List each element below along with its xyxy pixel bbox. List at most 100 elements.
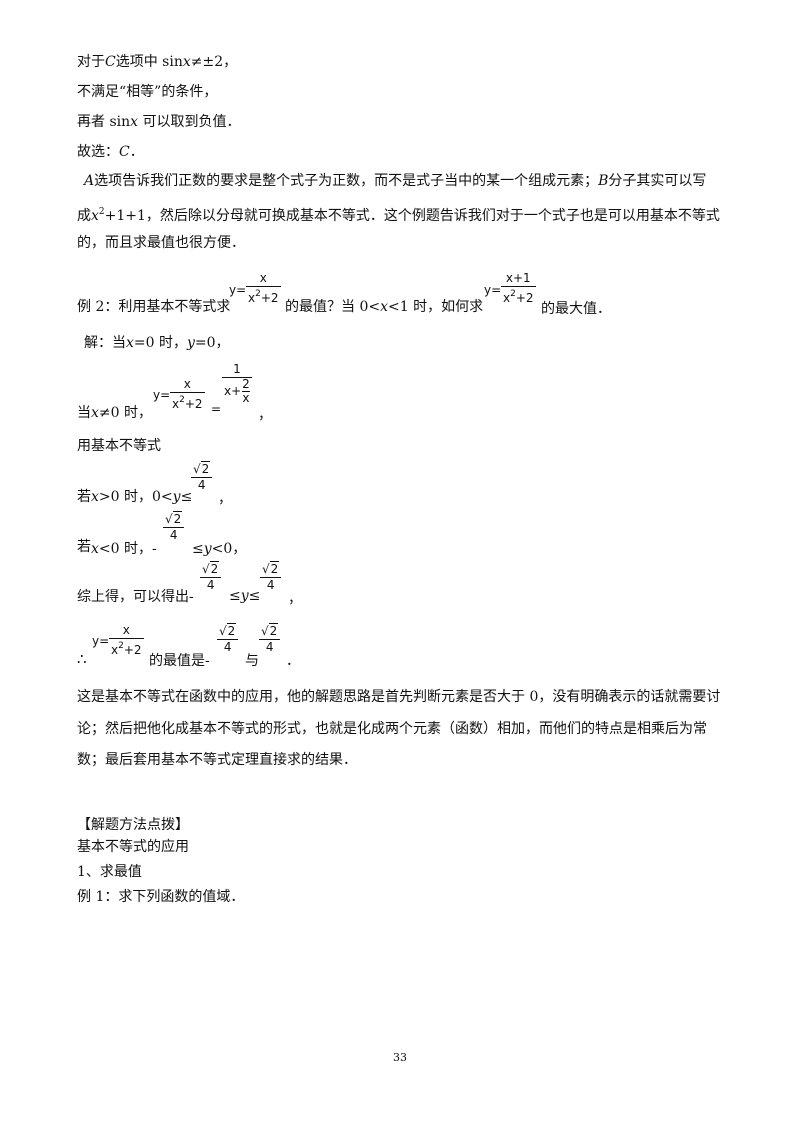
- text: ≤: [248, 588, 261, 604]
- text-line: 论；然后把他化成基本不等式的形式，也就是化成两个元素（函数）相加，而他们的特点是…: [77, 721, 707, 737]
- text: 的最值是-: [149, 653, 210, 669]
- text: A: [84, 173, 95, 189]
- fraction-bar: [170, 392, 205, 393]
- sqrt-2: √2: [202, 561, 220, 576]
- superscript: 2: [98, 207, 105, 217]
- fraction-bar: [259, 639, 281, 640]
- math-y-eq: y=: [153, 388, 171, 402]
- text: ．: [286, 653, 300, 669]
- text: =0 时，: [133, 335, 187, 351]
- text-line: 的最值？当 0<x<1 时，如何求: [285, 298, 483, 316]
- denominator: 4: [206, 578, 215, 592]
- denominator: x2+2: [503, 289, 534, 305]
- sqrt2-over-4: √2 4: [260, 561, 282, 593]
- math-y-eq: y=: [229, 283, 247, 297]
- sqrt2-over-4: √2 4: [163, 511, 185, 543]
- equals: =: [211, 402, 222, 416]
- text: 当: [77, 405, 91, 421]
- text: =0，: [194, 335, 230, 351]
- text: y: [240, 588, 249, 604]
- text: >0 时，0<: [98, 489, 173, 505]
- sqrt2-over-4: √2 4: [191, 461, 213, 493]
- fraction-bar: [501, 286, 536, 287]
- text: y: [187, 335, 195, 351]
- text: ，: [218, 491, 232, 507]
- math-y-eq: y=: [92, 634, 110, 648]
- text: ≠±2，: [190, 54, 238, 70]
- sqrt2-over-4: √2 4: [200, 561, 222, 593]
- text: x: [182, 54, 191, 70]
- text: <0 时，-: [98, 541, 157, 557]
- text: 选项中 sin: [115, 54, 183, 70]
- text: x: [380, 299, 388, 315]
- text: x: [130, 114, 139, 130]
- sqrt-2: √2: [193, 461, 211, 476]
- text: <0，: [211, 541, 247, 557]
- denominator: x2+2: [111, 641, 142, 657]
- denominator: 4: [266, 578, 275, 592]
- section-heading: 【解题方法点拨】: [77, 817, 189, 833]
- fraction: x x2+2: [109, 623, 144, 658]
- sqrt2-over-4: √2 4: [259, 623, 281, 655]
- text: 与: [245, 653, 259, 669]
- text-line: 例 2：利用基本不等式求: [77, 299, 231, 315]
- text: x: [91, 541, 99, 557]
- text-line: x<0 时，-: [91, 538, 157, 558]
- text: C: [105, 54, 116, 70]
- complex-fraction: 1 x+ 2 x: [222, 362, 252, 405]
- sqrt2-over-4: √2 4: [217, 623, 239, 655]
- fraction-bar: [246, 286, 281, 287]
- text: x: [91, 208, 99, 224]
- math-y-eq: y=: [484, 283, 502, 297]
- denominator: x2+2: [172, 395, 203, 411]
- sqrt-2: √2: [219, 623, 237, 638]
- text-line: 当x≠0 时，: [77, 404, 152, 422]
- fraction-bar: [200, 577, 222, 578]
- text: B: [598, 173, 609, 189]
- sqrt-2: √2: [165, 511, 183, 526]
- text: 解：当: [84, 335, 126, 351]
- text-line: 再者 sinx 可以取到负值．: [77, 113, 241, 131]
- text-line: 1、求最值: [77, 864, 142, 880]
- text-line: 基本不等式的应用: [77, 839, 189, 855]
- numerator: 1: [233, 362, 241, 376]
- text: ≤: [229, 588, 241, 604]
- fraction: x x2+2: [170, 377, 205, 412]
- text: y: [172, 489, 181, 505]
- denominator: 4: [169, 528, 178, 542]
- denominator: x+ 2 x: [224, 377, 250, 405]
- text-line: 解：当x=0 时，y=0，: [84, 334, 230, 352]
- fraction-bar: [217, 639, 239, 640]
- fraction-bar: [163, 527, 185, 528]
- fraction-bar: [109, 638, 144, 639]
- text: x: [91, 489, 99, 505]
- numerator: x: [259, 271, 267, 285]
- fraction-bar: [260, 577, 282, 578]
- denominator: 4: [265, 640, 274, 654]
- text-line: 若: [77, 539, 91, 555]
- text-line: 数；最后套用基本不等式定理直接求的结果．: [77, 752, 357, 768]
- text-line: 综上得，可以得出-: [77, 589, 194, 605]
- text: ．: [129, 144, 144, 160]
- text-line: ≤y<0，: [192, 538, 246, 558]
- sqrt-2: √2: [262, 561, 280, 576]
- text: ，: [288, 591, 302, 607]
- text: 再者 sin: [77, 114, 131, 130]
- text: 的最值？当 0<: [285, 299, 381, 315]
- sqrt-2: √2: [261, 623, 279, 638]
- therefore-symbol: ∴: [77, 650, 87, 668]
- text: ≤: [192, 541, 204, 557]
- text-line: 这是基本不等式在函数中的应用，他的解题思路是首先判断元素是否大于 0，没有明确表…: [77, 689, 721, 705]
- text: +1+1，然后除以分母就可换成基本不等式．这个例题告诉我们对于一个式子也是可以用…: [104, 208, 720, 224]
- text: <1 时，如何求: [388, 299, 484, 315]
- text: 故选：: [77, 144, 119, 160]
- text: 分子其实可以写: [608, 173, 707, 189]
- fraction: x+1 x2+2: [501, 271, 536, 306]
- text: 选项告诉我们正数的要求是整个式子为正数，而不是式子当中的某一个组成元素；: [94, 173, 599, 189]
- denominator: x2+2: [248, 289, 279, 305]
- text: 成: [77, 208, 91, 224]
- text: 对于: [77, 54, 105, 70]
- numerator: x+1: [505, 271, 531, 285]
- text: y: [203, 541, 212, 557]
- text-line: 成x2+1+1，然后除以分母就可换成基本不等式．这个例题告诉我们对于一个式子也是…: [77, 203, 720, 225]
